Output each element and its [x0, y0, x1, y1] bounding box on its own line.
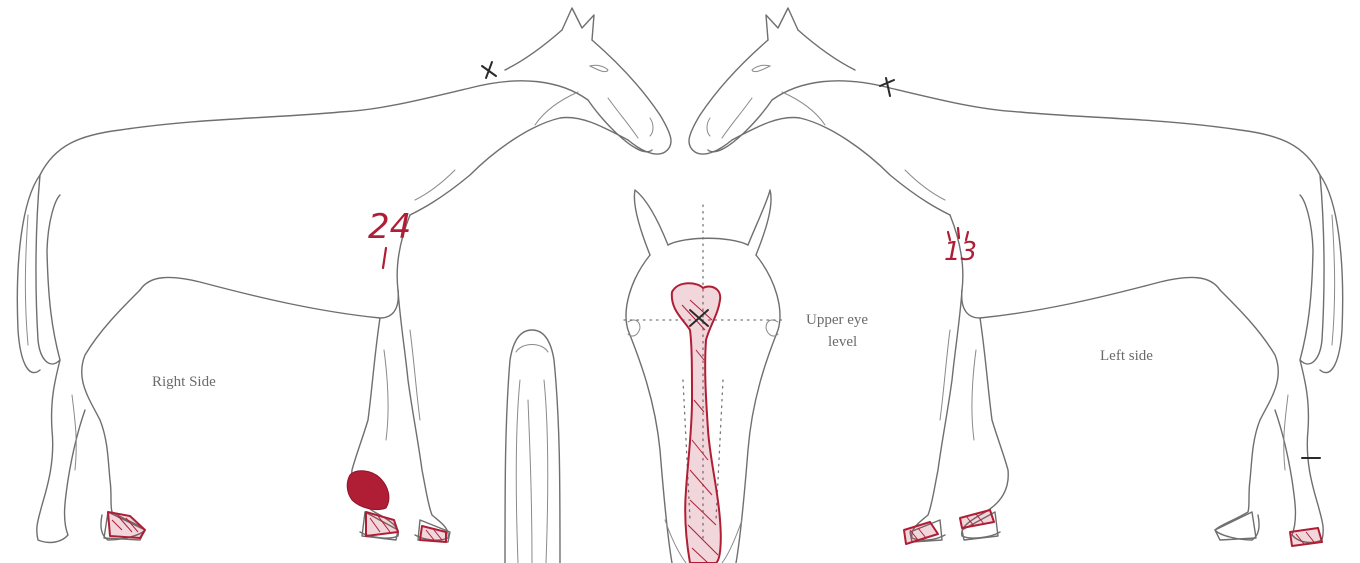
- right-side-number-annotation: 24: [368, 207, 411, 247]
- left-fore-coronet-markings: [904, 510, 994, 544]
- left-side-number-annotation: 13: [944, 237, 977, 267]
- left-hind-coronet-marking: [1290, 528, 1322, 546]
- eye-level-caption-line2: level: [828, 334, 857, 350]
- eye-level-caption-line1: Upper eye: [806, 312, 868, 328]
- right-side-caption: Right Side: [152, 374, 216, 390]
- horse-left-side-outline: [689, 8, 1343, 542]
- blaze-marking: [672, 283, 721, 563]
- right-hind-coronet-marking: [108, 512, 145, 538]
- horse-right-side-outline: [17, 8, 671, 542]
- right-side-number-tick: [383, 248, 386, 268]
- poll-cross-marks: [482, 62, 894, 96]
- left-side-caption: Left side: [1100, 348, 1153, 364]
- jaw-underside-outline: [505, 330, 560, 563]
- right-fore-sock-marking: [347, 471, 398, 536]
